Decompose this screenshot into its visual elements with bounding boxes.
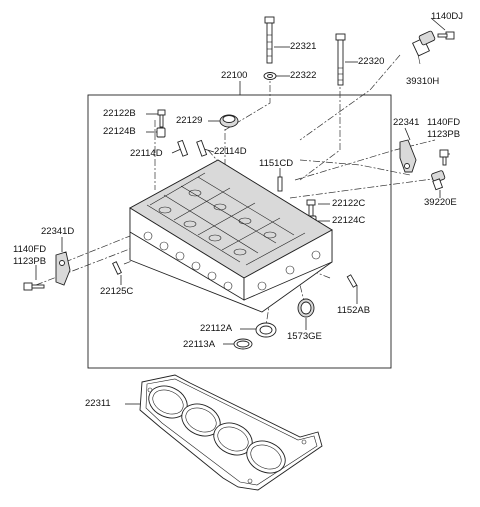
plug-22129-icon: [219, 114, 239, 128]
label-22122b: 22122B: [103, 108, 136, 119]
head-bolt-22321-icon: [264, 16, 275, 64]
label-1140dj: 1140DJ: [431, 11, 464, 22]
label-1140fd-left: 1140FD: [13, 244, 47, 255]
bolt-1140fd-right-icon: [439, 149, 449, 166]
assembly-frame: [87, 94, 392, 369]
label-22122c: 22122C: [332, 198, 366, 209]
pin-1151cd-icon: [277, 176, 283, 192]
o-ring-22113a-icon: [233, 338, 253, 350]
label-22100: 22100: [221, 70, 248, 81]
label-1123pb-left: 1123PB: [13, 256, 47, 267]
pin-22125c-icon: [112, 261, 122, 275]
label-1140fd-right: 1140FD: [427, 117, 461, 128]
bolt-1140dj-icon: [437, 31, 455, 40]
bolt-1140fd-left-icon: [23, 282, 45, 291]
leader-lines: [35, 17, 450, 405]
cap-22124b-icon: [156, 127, 166, 138]
label-22341: 22341: [393, 117, 420, 128]
label-22114d-right: 22114D: [214, 146, 247, 157]
pin-1152ab-icon: [346, 274, 358, 288]
label-22321: 22321: [290, 41, 317, 52]
head-bolt-22320-icon: [335, 33, 346, 86]
temp-sensor-39220e-icon: [431, 170, 446, 191]
bolt-22122c-icon: [306, 199, 316, 217]
bracket-22341d-icon: [55, 251, 71, 286]
label-22320: 22320: [358, 56, 385, 67]
cylinder-head-22100-icon: [129, 159, 333, 313]
label-39310h: 39310H: [406, 76, 440, 87]
label-22124c: 22124C: [332, 215, 366, 226]
label-22311: 22311: [85, 398, 111, 409]
label-22125c: 22125C: [100, 286, 134, 297]
label-1151cd: 1151CD: [259, 158, 294, 169]
dowel-22114d-left-icon: [177, 139, 189, 157]
label-22341d: 22341D: [41, 226, 75, 237]
bolt-22122b-icon: [157, 109, 166, 128]
label-1573ge: 1573GE: [287, 331, 322, 342]
bracket-22341-icon: [399, 139, 417, 173]
cam-position-sensor-39310h-icon: [412, 30, 436, 65]
washer-22322-icon: [263, 72, 277, 80]
label-1123pb-right: 1123PB: [427, 129, 461, 140]
seal-ring-22112a-icon: [255, 322, 277, 338]
cap-1573ge-icon: [297, 298, 315, 318]
label-39220e: 39220E: [424, 197, 457, 208]
label-22114d-left: 22114D: [130, 148, 163, 159]
label-22112a: 22112A: [200, 323, 233, 334]
label-22322: 22322: [290, 70, 317, 81]
label-1152ab: 1152AB: [337, 305, 371, 316]
label-22129: 22129: [176, 115, 203, 126]
dowel-22114d-right-icon: [196, 139, 208, 157]
label-22124b: 22124B: [103, 126, 136, 137]
label-22113a: 22113A: [183, 339, 216, 350]
head-gasket-22311-icon: [139, 374, 323, 491]
